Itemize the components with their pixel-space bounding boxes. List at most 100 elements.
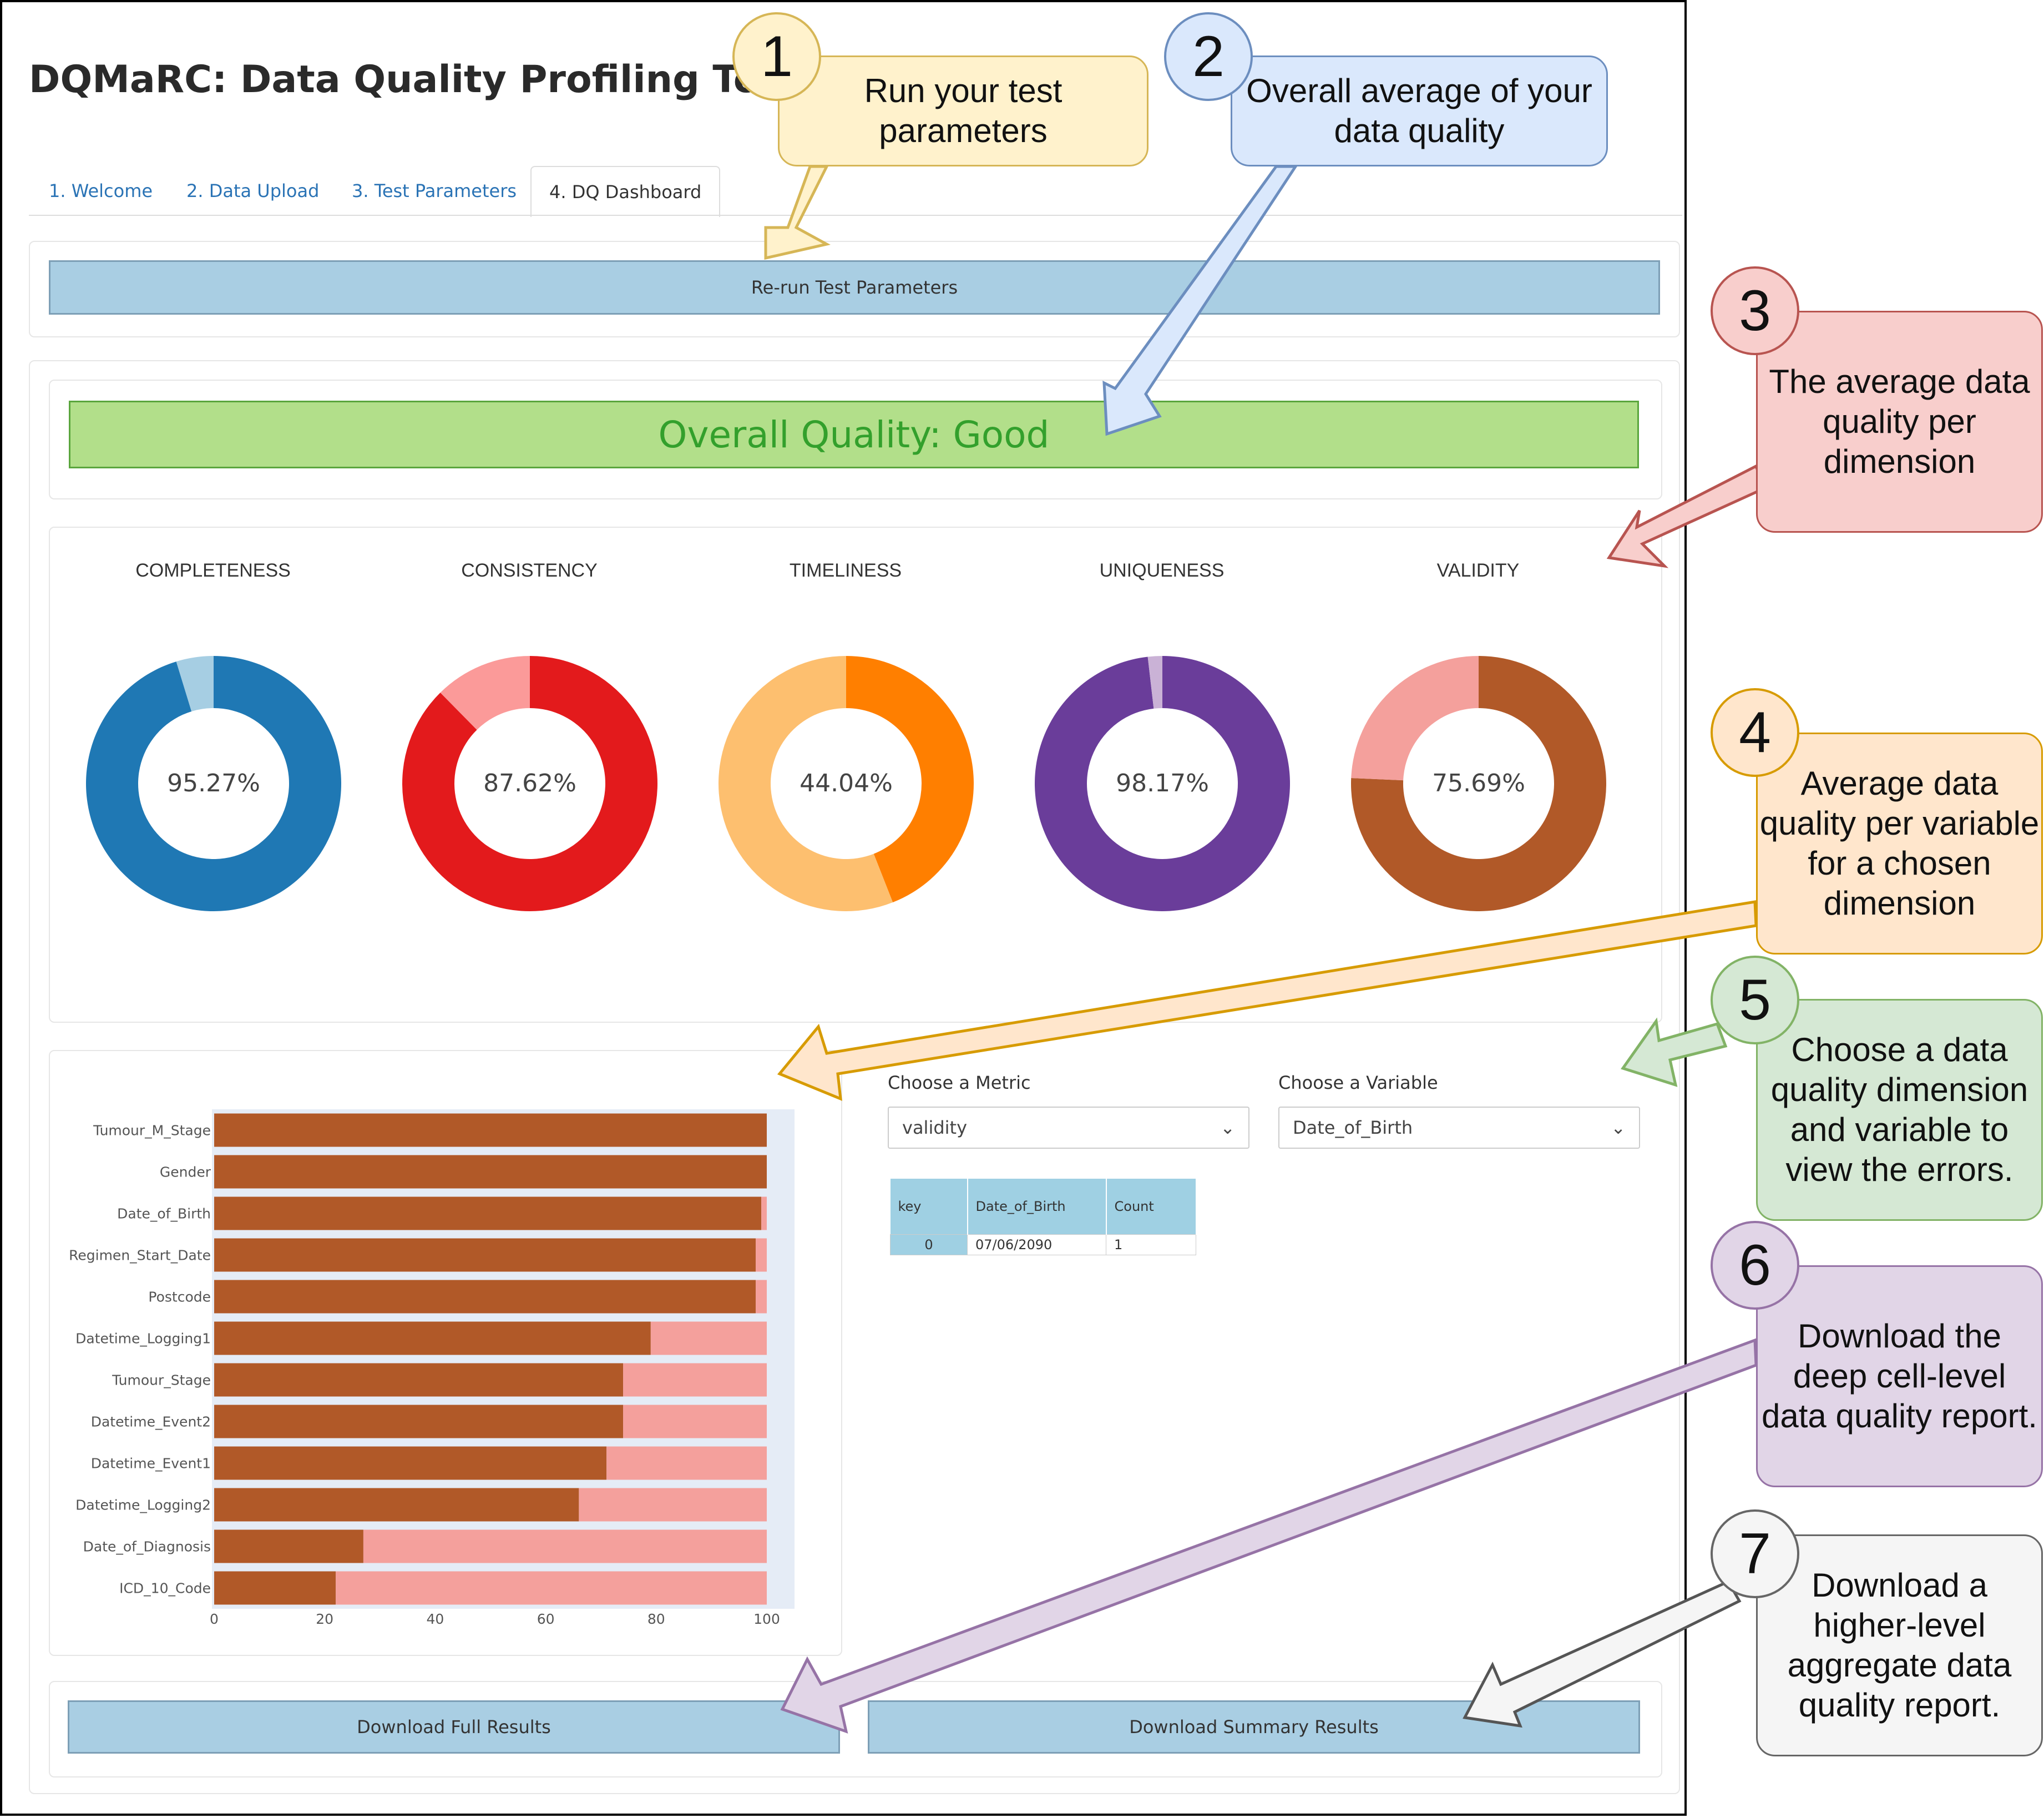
arrow-2 bbox=[1102, 165, 1298, 436]
donut-slice-pass bbox=[1351, 656, 1606, 911]
y-tick-label: Datetime_Logging2 bbox=[75, 1497, 211, 1513]
bar-fail bbox=[623, 1363, 767, 1397]
consistency-value: 87.62% bbox=[483, 769, 576, 797]
table-row: 0 07/06/2090 1 bbox=[890, 1234, 1196, 1255]
donut-slice-pass bbox=[402, 656, 657, 911]
dashboard-window: DQMaRC: Data Quality Profiling Tool 1. W… bbox=[0, 0, 1687, 1816]
bar-pass bbox=[214, 1321, 651, 1355]
y-tick-label: Datetime_Event1 bbox=[91, 1456, 211, 1472]
x-tick-label: 100 bbox=[753, 1611, 780, 1627]
x-tick-label: 20 bbox=[316, 1611, 333, 1627]
bar-pass bbox=[214, 1488, 579, 1522]
uniqueness-value: 98.17% bbox=[1116, 769, 1209, 797]
tab-dq-dashboard[interactable]: 4. DQ Dashboard bbox=[530, 166, 721, 217]
y-tick-label: Tumour_M_Stage bbox=[93, 1123, 211, 1139]
column-header-count[interactable]: Count bbox=[1106, 1179, 1197, 1235]
bar-pass bbox=[214, 1280, 756, 1314]
bar-pass bbox=[214, 1529, 363, 1563]
validity-label: VALIDITY bbox=[1436, 560, 1520, 581]
y-tick-label: ICD_10_Code bbox=[119, 1580, 211, 1597]
arrow-7 bbox=[1463, 1579, 1742, 1728]
callout-6-number: 6 bbox=[1711, 1221, 1799, 1310]
donut-slice-fail bbox=[176, 656, 214, 711]
callout-2: Overall average of your data quality bbox=[1231, 55, 1608, 166]
y-tick-label: Gender bbox=[160, 1164, 211, 1180]
consistency-label: CONSISTENCY bbox=[461, 560, 598, 581]
donut-slice-pass bbox=[846, 656, 974, 903]
error-explorer-panel bbox=[868, 1050, 1662, 1656]
metric-select-value: validity bbox=[902, 1117, 968, 1138]
completeness-donut-chart bbox=[86, 656, 342, 911]
y-tick-label: Regimen_Start_Date bbox=[69, 1248, 211, 1264]
bar-pass bbox=[214, 1571, 336, 1605]
bar-fail bbox=[579, 1488, 767, 1522]
donut-slice-fail bbox=[440, 656, 530, 730]
timeliness-value: 44.04% bbox=[800, 769, 893, 797]
bar-pass bbox=[214, 1113, 767, 1147]
timeliness-donut-chart bbox=[718, 656, 974, 911]
callout-1-number: 1 bbox=[732, 12, 821, 101]
uniqueness-label: UNIQUENESS bbox=[1099, 560, 1225, 581]
download-full-results-button[interactable]: Download Full Results bbox=[68, 1700, 840, 1754]
tab-test-parameters[interactable]: 3. Test Parameters bbox=[352, 180, 517, 201]
callout-3: The average data quality per dimension bbox=[1756, 311, 2043, 533]
variable-select[interactable]: Date_of_Birth ⌄ bbox=[1278, 1107, 1640, 1149]
completeness-label: COMPLETENESS bbox=[135, 560, 291, 581]
timeliness-label: TIMELINESS bbox=[789, 560, 902, 581]
tab-welcome[interactable]: 1. Welcome bbox=[49, 180, 153, 201]
x-tick-label: 0 bbox=[210, 1611, 219, 1627]
error-table: key Date_of_Birth Count 0 07/06/2090 1 bbox=[890, 1179, 1197, 1255]
y-tick-label: Tumour_Stage bbox=[112, 1372, 211, 1388]
table-cell-value: 07/06/2090 bbox=[967, 1234, 1106, 1255]
callout-4-number: 4 bbox=[1711, 688, 1799, 777]
callout-1: Run your test parameters bbox=[778, 55, 1149, 166]
table-cell-count: 1 bbox=[1106, 1234, 1196, 1255]
chevron-down-icon: ⌄ bbox=[1611, 1117, 1626, 1138]
x-tick-label: 40 bbox=[426, 1611, 444, 1627]
bar-fail bbox=[606, 1446, 767, 1480]
y-tick-label: Datetime_Logging1 bbox=[75, 1331, 211, 1347]
bar-pass bbox=[214, 1363, 624, 1397]
validity-donut-chart bbox=[1351, 656, 1606, 911]
bar-pass bbox=[214, 1155, 767, 1189]
error-table-header: key Date_of_Birth Count bbox=[890, 1179, 1197, 1235]
column-header-date-of-birth[interactable]: Date_of_Birth bbox=[967, 1179, 1107, 1235]
bar-pass bbox=[214, 1405, 624, 1438]
bar-fail bbox=[756, 1280, 767, 1314]
donut-slice-fail bbox=[718, 656, 893, 911]
arrow-1 bbox=[764, 165, 831, 260]
bar-fail bbox=[363, 1529, 767, 1563]
y-tick-label: Datetime_Event2 bbox=[91, 1414, 211, 1430]
overall-quality-banner: Overall Quality: Good bbox=[69, 401, 1639, 468]
y-tick-label: Date_of_Birth bbox=[117, 1206, 211, 1222]
metric-label: Choose a Metric bbox=[888, 1072, 1031, 1093]
variable-quality-bar-chart: Tumour_M_StageGenderDate_of_BirthRegimen… bbox=[69, 1109, 795, 1627]
callout-5: Choose a data quality dimension and vari… bbox=[1756, 999, 2043, 1221]
metric-select[interactable]: validity ⌄ bbox=[888, 1107, 1249, 1149]
consistency-donut-chart bbox=[402, 656, 657, 911]
donut-slice-fail bbox=[1351, 656, 1479, 781]
arrow-5 bbox=[1620, 1017, 1728, 1087]
x-tick-label: 60 bbox=[537, 1611, 555, 1627]
plot-background bbox=[212, 1109, 795, 1609]
rerun-test-parameters-button[interactable]: Re-run Test Parameters bbox=[49, 260, 1660, 315]
y-tick-label: Date_of_Diagnosis bbox=[83, 1539, 211, 1555]
callout-7-number: 7 bbox=[1711, 1509, 1799, 1598]
x-tick-label: 80 bbox=[647, 1611, 665, 1627]
variable-label: Choose a Variable bbox=[1278, 1072, 1438, 1093]
validity-value: 75.69% bbox=[1432, 769, 1525, 797]
variable-select-value: Date_of_Birth bbox=[1293, 1117, 1413, 1138]
column-header-key[interactable]: key bbox=[890, 1179, 968, 1235]
tab-divider bbox=[29, 215, 1682, 216]
callout-5-number: 5 bbox=[1711, 956, 1799, 1044]
y-tick-label: Postcode bbox=[148, 1289, 211, 1305]
callout-2-number: 2 bbox=[1164, 12, 1253, 101]
arrow-4 bbox=[777, 900, 1758, 1101]
tab-data-upload[interactable]: 2. Data Upload bbox=[186, 180, 320, 201]
arrow-6 bbox=[780, 1338, 1758, 1734]
bar-pass bbox=[214, 1238, 756, 1272]
bar-fail bbox=[623, 1405, 767, 1438]
donut-slice-pass bbox=[1035, 656, 1290, 911]
callout-6: Download the deep cell-level data qualit… bbox=[1756, 1265, 2043, 1487]
